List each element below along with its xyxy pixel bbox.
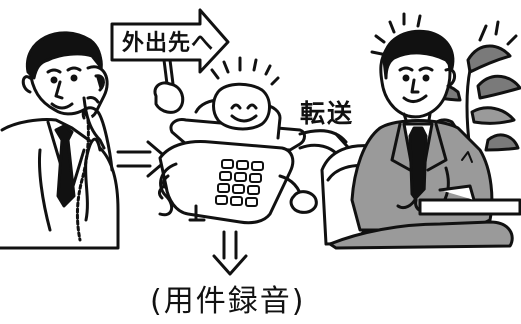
- seated-person: [320, 29, 521, 250]
- sign-label: 外出先へ: [122, 31, 215, 56]
- message-recording-label: (用件録音): [150, 284, 306, 319]
- arrow-down: [212, 230, 248, 276]
- person-motion-lines: [370, 12, 422, 56]
- caller-figure: [0, 31, 120, 250]
- phone-character: [157, 82, 318, 225]
- sign-board: [110, 8, 230, 114]
- transfer-label: 転送: [300, 99, 355, 128]
- phone-motion-lines: [210, 56, 280, 86]
